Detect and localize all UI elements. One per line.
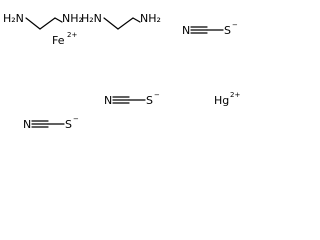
- scn2-nitrogen: N: [104, 94, 112, 107]
- en2-bond-1: [103, 17, 119, 30]
- scn2-sulfur: S: [146, 94, 153, 107]
- scn1-sulfur: S: [224, 24, 231, 37]
- structure-canvas: H₂N NH₂ Fe 2+ H₂N NH₂ N S − N S −: [3, 12, 240, 131]
- mercury-symbol: Hg: [214, 94, 229, 107]
- en2-amine-right: NH₂: [140, 12, 161, 25]
- en1-amine-left: H₂N: [3, 12, 24, 25]
- structure-diagram: H₂N NH₂ Fe 2+ H₂N NH₂ N S − N S −: [3, 12, 240, 131]
- ethylenediamine-2: H₂N NH₂: [81, 12, 161, 30]
- en2-amine-left: H₂N: [81, 12, 102, 25]
- en1-amine-right: NH₂: [62, 12, 83, 25]
- scn3-nitrogen: N: [23, 118, 31, 131]
- mercury-ion: Hg 2+: [214, 91, 240, 107]
- en1-bond-3: [54, 17, 63, 23]
- scn1-nitrogen: N: [182, 24, 190, 37]
- en2-bond-3: [132, 17, 141, 23]
- mercury-charge: 2+: [230, 91, 240, 99]
- en2-bond-2: [117, 17, 134, 30]
- scn3-sulfur: S: [65, 118, 72, 131]
- thiocyanate-3: N S −: [23, 115, 79, 131]
- iron-symbol: Fe: [52, 34, 65, 47]
- iron-charge: 2+: [67, 31, 77, 39]
- scn2-charge: −: [154, 91, 160, 99]
- en1-bond-1: [25, 17, 41, 30]
- en1-bond-2: [39, 17, 56, 30]
- scn3-charge: −: [73, 115, 79, 123]
- thiocyanate-1: N S −: [182, 21, 238, 37]
- iron-ion: Fe 2+: [52, 31, 77, 47]
- scn1-charge: −: [232, 21, 238, 29]
- thiocyanate-2: N S −: [104, 91, 160, 107]
- ethylenediamine-1: H₂N NH₂: [3, 12, 83, 30]
